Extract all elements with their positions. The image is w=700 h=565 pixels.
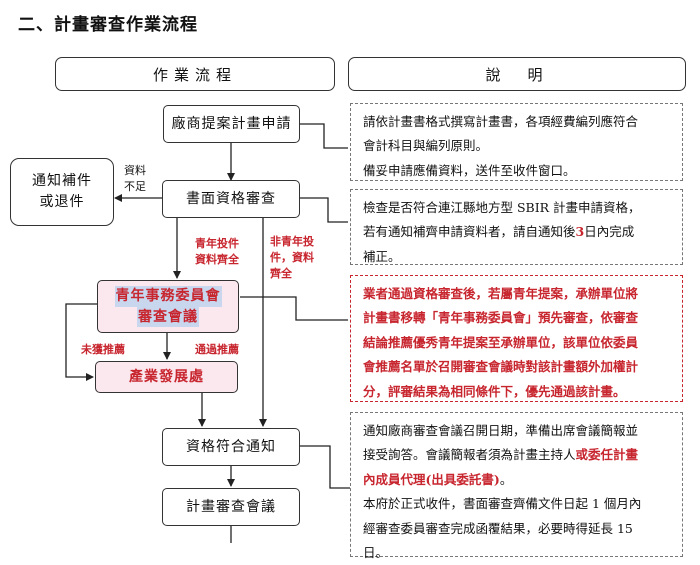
link-n1-d1 [300,123,348,149]
label-youth-complete: 青年投件 資料齊全 [195,237,239,266]
desc-youth-committee: 業者通過資格審查後，若屬青年提案，承辦單位將 計畫書移轉「青年事務委員會」預先審… [350,275,683,402]
desc-proposal: 請依計畫書格式撰寫計畫書，各項經費編列應符合 會計科目與編列原則。 備妥申請應備… [350,103,683,181]
label-not-recommended: 未獲推薦 [81,343,125,356]
notify-line-1: 通知補件 [32,173,92,189]
process-header: 作業流程 [55,57,335,91]
flow-connectors [65,123,350,543]
resubmit-days: 3 [575,224,585,240]
notify-line-2: 或退件 [39,194,85,210]
node-industry-dept: 產業發展處 [95,361,238,393]
arrow-n3-n4-loop [65,303,97,381]
node-eligibility-notice: 資格符合通知 [162,428,300,466]
link-n5-d4 [300,445,350,489]
link-n3-d3 [240,296,348,321]
node-youth-committee: 青年事務委員會 審查會議 [97,280,239,333]
youth-committee-line-2: 審查會議 [137,306,199,327]
node-proposal-application: 廠商提案計畫申請 [163,105,300,143]
link-n2-d2 [300,197,348,223]
explanation-header: 說 明 [348,57,686,91]
node-document-review: 書面資格審查 [162,180,300,218]
section-title: 二、計畫審查作業流程 [18,15,198,35]
label-insufficient: 資料 不足 [124,164,146,193]
label-recommended: 通過推薦 [195,343,239,356]
youth-committee-line-1: 青年事務委員會 [114,286,222,307]
node-notify-resubmit: 通知補件 或退件 [10,158,114,226]
node-plan-review-meeting: 計畫審查會議 [162,488,300,526]
industry-dept-label: 產業發展處 [129,368,204,385]
desc-eligibility-meeting: 通知廠商審查會議召開日期，準備出席會議簡報並 接受詢答。會議簡報者須為計畫主持人… [350,412,683,560]
desc-document-review: 檢查是否符合連江縣地方型 SBIR 計畫申請資格， 若有通知補齊申請資料者，請自… [350,189,683,265]
label-nonyouth-complete: 非青年投 件，資料 齊全 [270,235,314,280]
